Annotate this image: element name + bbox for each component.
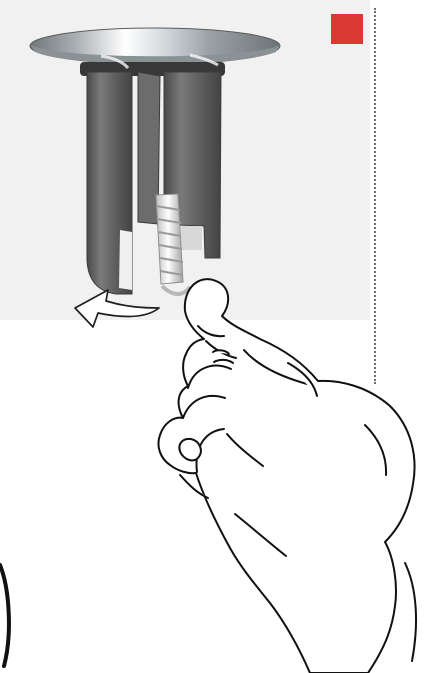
sink-stopper-icon — [30, 28, 280, 294]
step-badge-shape — [331, 14, 363, 44]
hand-icon — [0, 279, 416, 673]
rotate-arrow-icon — [75, 290, 159, 327]
